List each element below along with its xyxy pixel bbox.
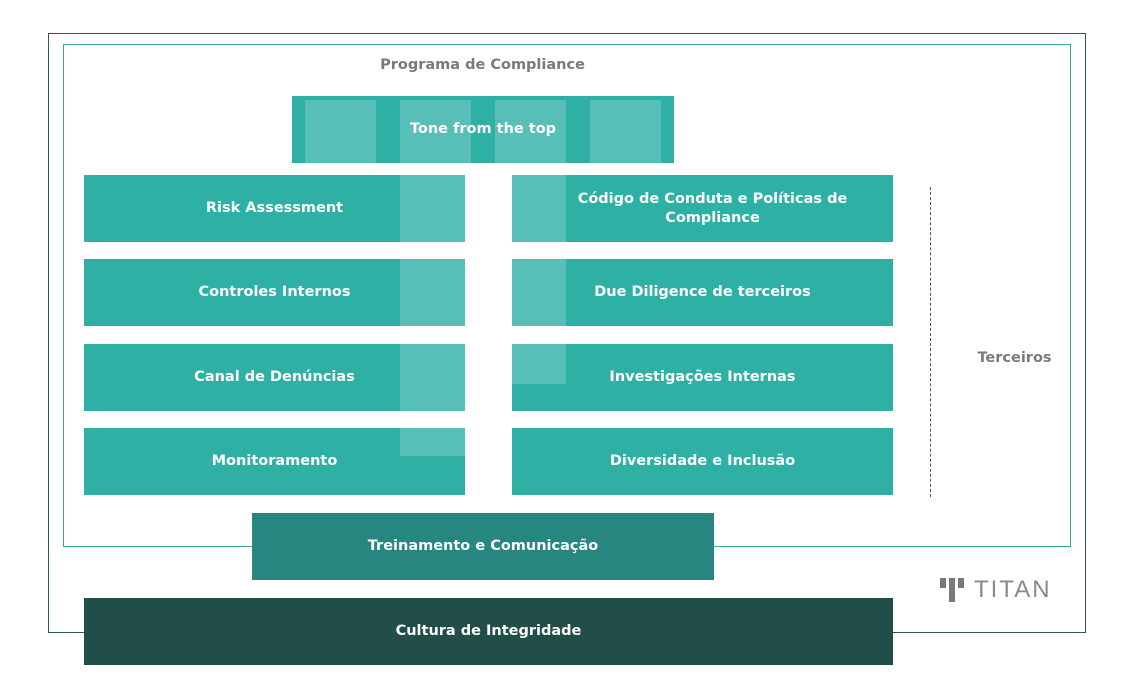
investigacoes-internas-block: Investigações Internas bbox=[512, 344, 893, 411]
tone-highlight-4 bbox=[590, 100, 661, 163]
block-highlight bbox=[512, 259, 566, 326]
block-label: Monitoramento bbox=[211, 453, 338, 469]
treinamento-block: Treinamento e Comunicação bbox=[252, 513, 714, 580]
block-label: Investigações Internas bbox=[609, 369, 796, 385]
risk-assessment-block: Risk Assessment bbox=[84, 175, 465, 242]
terceiros-divider bbox=[930, 187, 931, 497]
tone-highlight-1 bbox=[305, 100, 376, 163]
block-label: Diversidade e Inclusão bbox=[609, 453, 796, 469]
monitoramento-block: Monitoramento bbox=[84, 428, 465, 495]
block-highlight bbox=[400, 175, 465, 242]
tone-label: Tone from the top bbox=[409, 121, 557, 137]
block-highlight bbox=[400, 344, 465, 411]
diversidade-block: Diversidade e Inclusão bbox=[512, 428, 893, 495]
controles-internos-block: Controles Internos bbox=[84, 259, 465, 326]
terceiros-label: Terceiros bbox=[977, 350, 1052, 366]
block-label: Cultura de Integridade bbox=[395, 623, 582, 639]
titan-logo: TITAN bbox=[940, 576, 1052, 604]
block-label: Treinamento e Comunicação bbox=[367, 538, 599, 554]
block-highlight bbox=[512, 344, 566, 384]
titan-logo-icon bbox=[940, 578, 964, 602]
block-highlight bbox=[400, 259, 465, 326]
program-title: Programa de Compliance bbox=[380, 57, 585, 73]
block-label: Código de Conduta e Políticas de Complia… bbox=[577, 190, 848, 226]
tone-highlight-3 bbox=[495, 100, 566, 163]
canal-de-denuncias-block: Canal de Denúncias bbox=[84, 344, 465, 411]
block-label: Controles Internos bbox=[198, 284, 351, 300]
logo-text: TITAN bbox=[974, 576, 1052, 603]
block-label: Due Diligence de terceiros bbox=[594, 284, 811, 300]
codigo-de-conduta-block: Código de Conduta e Políticas de Complia… bbox=[512, 175, 893, 242]
block-highlight bbox=[512, 175, 566, 242]
cultura-block: Cultura de Integridade bbox=[84, 598, 893, 665]
block-label: Risk Assessment bbox=[205, 200, 344, 216]
block-label: Canal de Denúncias bbox=[194, 369, 355, 385]
tone-highlight-2 bbox=[400, 100, 471, 163]
tone-from-the-top-block: Tone from the top bbox=[292, 96, 674, 163]
due-diligence-block: Due Diligence de terceiros bbox=[512, 259, 893, 326]
block-highlight bbox=[400, 428, 465, 456]
